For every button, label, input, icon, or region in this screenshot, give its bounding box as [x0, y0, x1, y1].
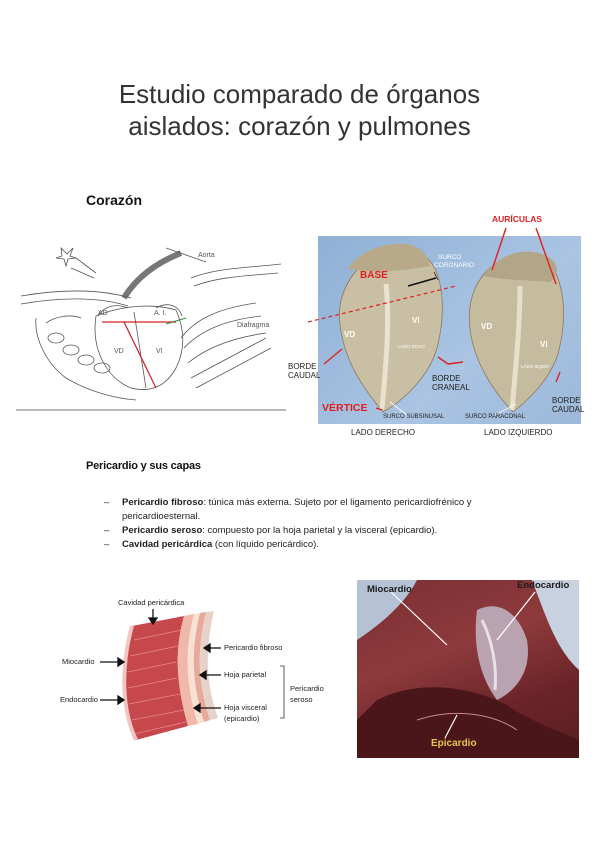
pericardio-bullet-list: – Pericardio fibroso: túnica más externa… — [104, 496, 524, 552]
dissection-label-endocardio: Endocardio — [517, 580, 570, 591]
bullet-dash: – — [104, 525, 110, 536]
photo-label-lado-dcho-small: LADO DCHO — [398, 344, 425, 349]
bullet-cavidad-pericardica: – Cavidad pericárdica (con líquido peric… — [104, 538, 524, 552]
heart-photo-svg — [307, 227, 564, 417]
photo-label-borde-caudal-right-1: BORDE — [552, 396, 581, 405]
photo-label-auriculas: AURÍCULAS — [492, 214, 543, 224]
heart-photo-figure: AURÍCULAS SURCO CORONARIO BASE VD VI LAD… — [288, 214, 588, 440]
diagram-label-cavidad: Cavidad pericárdica — [118, 598, 185, 607]
photo-label-lado-izqdo-small: LADO IZQDO — [521, 364, 549, 369]
sketch-label-diafragma: Diafragma — [237, 322, 270, 329]
photo-label-surco-coronario-2: CORONARIO — [434, 262, 475, 269]
bullet-term: Pericardio fibroso — [122, 497, 204, 508]
photo-label-vi-right: VI — [540, 340, 548, 349]
bullet-term: Cavidad pericárdica — [122, 539, 213, 550]
diagram-label-endocardio: Endocardio — [60, 695, 98, 704]
photo-label-surco-paraconal: SURCO PARACONAL — [465, 414, 525, 420]
photo-label-vd-left: VD — [344, 330, 356, 339]
photo-label-lado-izquierdo: LADO IZQUIERDO — [484, 428, 553, 437]
photo-label-borde-caudal-left-1: BORDE — [288, 362, 317, 371]
diagram-label-miocardio: Miocardio — [62, 657, 95, 666]
photo-label-vi-left: VI — [412, 316, 420, 325]
diagram-label-pericardio-fibroso: Pericardio fibroso — [224, 643, 283, 652]
bullet-text: : túnica más externa. Sujeto por el liga… — [122, 497, 472, 522]
bullet-dash: – — [104, 497, 110, 508]
diagram-label-epicardio: (epicardio) — [224, 714, 260, 723]
photo-label-borde-caudal-left-2: CAUDAL — [288, 371, 321, 380]
page-title: Estudio comparado de órganos aislados: c… — [0, 78, 599, 142]
section-heading-heart: Corazón — [86, 192, 142, 208]
heart-sketch-figure: Aorta AD A. I. VD VI Diafragma — [16, 238, 286, 414]
photo-label-borde-craneal-1: BORDE — [432, 374, 461, 383]
dissection-label-miocardio: Miocardio — [367, 584, 412, 595]
sketch-label-ai: A. I. — [154, 310, 167, 317]
bullet-pericardio-fibroso: – Pericardio fibroso: túnica más externa… — [104, 496, 524, 524]
diagram-label-hoja-visceral: Hoja visceral — [224, 703, 267, 712]
photo-label-borde-caudal-right-2: CAUDAL — [552, 405, 585, 414]
bullet-term: Pericardio seroso — [122, 525, 203, 536]
sketch-label-aorta: Aorta — [198, 252, 215, 259]
section-heading-pericardio: Pericardio y sus capas — [86, 460, 201, 472]
dissection-photo-svg — [357, 580, 579, 758]
sketch-label-vd: VD — [114, 348, 124, 355]
bullet-text: : compuesto por la hoja parietal y la vi… — [202, 525, 438, 536]
heart-sketch-svg — [16, 246, 286, 411]
photo-label-vertice: VÉRTICE — [322, 402, 368, 414]
photo-label-base: BASE — [360, 270, 388, 281]
photo-label-borde-craneal-2: CRANEAL — [432, 383, 470, 392]
photo-label-vd-right: VD — [481, 322, 493, 331]
title-line-2: aislados: corazón y pulmones — [128, 111, 471, 141]
photo-label-surco-coronario-1: SURCO — [438, 254, 462, 261]
diagram-label-hoja-parietal: Hoja parietal — [224, 670, 267, 679]
sketch-label-vi: VI — [156, 348, 163, 355]
layers-diagram-svg — [100, 609, 285, 741]
diagram-label-pericardio-seroso-1: Pericardio — [290, 684, 324, 693]
bullet-pericardio-seroso: – Pericardio seroso: compuesto por la ho… — [104, 524, 524, 538]
sketch-label-ad: AD — [98, 310, 108, 317]
pericardium-layers-diagram: Cavidad pericárdica Miocardio Endocardio… — [56, 596, 346, 746]
dissection-label-epicardio: Epicardio — [431, 738, 477, 749]
photo-label-lado-derecho: LADO DERECHO — [351, 428, 416, 437]
dissection-photo: Miocardio Endocardio Epicardio — [357, 580, 579, 758]
bullet-text: (con líquido pericárdico). — [212, 539, 319, 550]
title-line-1: Estudio comparado de órganos — [118, 79, 481, 109]
photo-label-surco-subsinusal: SURCO SUBSINUSAL — [383, 414, 445, 420]
diagram-label-pericardio-seroso-2: seroso — [290, 695, 313, 704]
bullet-dash: – — [104, 539, 110, 550]
